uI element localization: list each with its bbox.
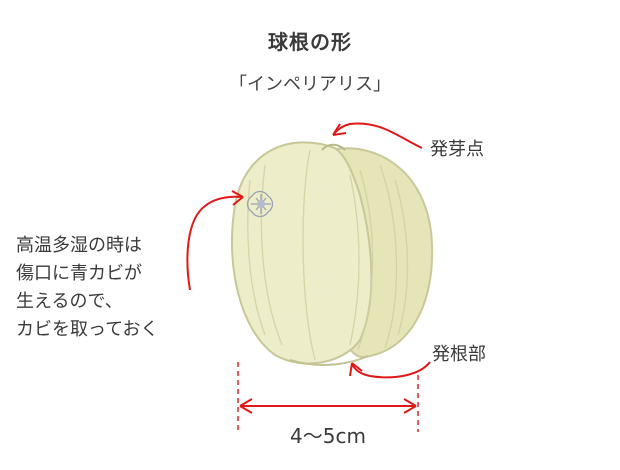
label-root-part: 発根部 bbox=[432, 344, 486, 365]
label-sprout-point: 発芽点 bbox=[430, 139, 484, 160]
diagram-title: 球根の形 bbox=[268, 30, 352, 54]
arrow-root-part bbox=[349, 361, 431, 379]
note-line: 傷口に青カビが bbox=[16, 263, 142, 284]
arrow-mold bbox=[186, 190, 244, 291]
note-line: 高温多湿の時は bbox=[16, 235, 142, 256]
arrow-sprout-point bbox=[332, 122, 423, 149]
mold-patch bbox=[246, 190, 274, 218]
root-plate bbox=[289, 355, 369, 366]
size-label: 4〜5cm bbox=[290, 424, 366, 448]
mold-note: 高温多湿の時は 傷口に青カビが 生えるので、 カビを取っておく bbox=[16, 232, 206, 344]
dimension-marker bbox=[237, 362, 419, 432]
note-line: 生えるので、 bbox=[16, 291, 123, 312]
note-line: カビを取っておく bbox=[16, 319, 159, 340]
bulb-texture bbox=[247, 149, 409, 361]
sprout-tip bbox=[321, 143, 346, 151]
diagram-subtitle: 「インペリアリス」 bbox=[229, 74, 391, 95]
